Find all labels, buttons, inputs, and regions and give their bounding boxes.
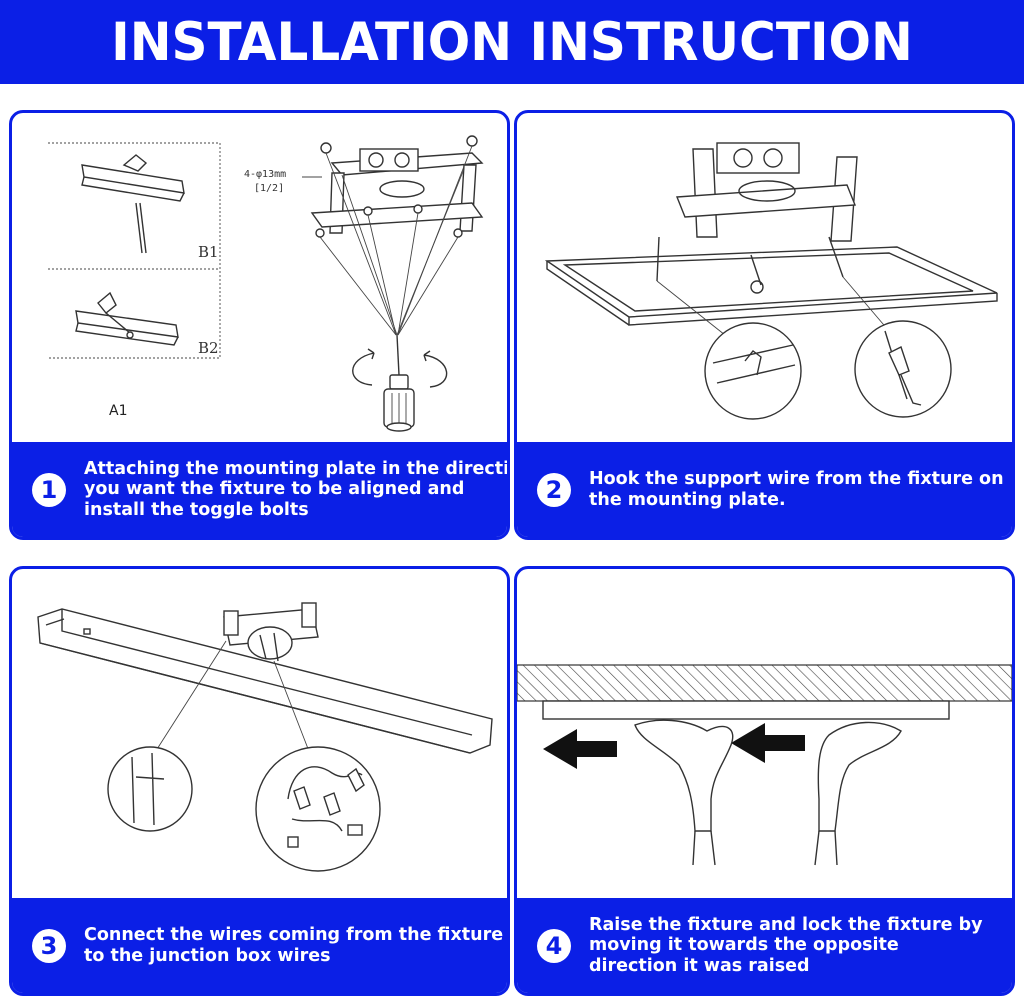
step-4-caption: 4 Raise the fixture and lock the fixture…	[517, 898, 1012, 993]
step-2-illustration	[544, 142, 998, 420]
arrow-left-icon-2	[731, 723, 805, 763]
step-4-panel: 4 Raise the fixture and lock the fixture…	[514, 566, 1015, 996]
step-2-panel: 2 Hook the support wire from the fixture…	[514, 110, 1015, 540]
rotate-left-arrow-icon	[352, 348, 375, 386]
step-3-caption: 3 Connect the wires coming from the fixt…	[12, 898, 507, 993]
page-title: INSTALLATION INSTRUCTION	[111, 11, 913, 73]
label-a1: A1	[109, 403, 127, 419]
mounting-plate-drawing	[675, 142, 858, 242]
label-hole-diameter: 4-φ13mm	[244, 169, 286, 180]
toggle-bolt-b2-drawing	[75, 291, 179, 346]
detail-wire-connector-circle	[255, 746, 381, 872]
step-1-illustration: B1 B2 A1 4-φ13mm [1/2]	[48, 135, 484, 432]
step-3-number: 3	[32, 928, 66, 963]
step-4-illustration	[517, 664, 1012, 866]
linear-fixture-drawing	[37, 608, 493, 754]
rotate-right-arrow-icon	[423, 350, 448, 388]
title-banner: INSTALLATION INSTRUCTION	[0, 0, 1024, 84]
arrow-left-icon	[543, 729, 617, 769]
label-hole-fraction: [1/2]	[254, 183, 284, 194]
label-b1: B1	[198, 243, 219, 261]
panel-fixture-drawing	[544, 236, 998, 326]
toggle-bolt-b1-drawing	[81, 154, 185, 254]
label-b2: B2	[198, 339, 219, 357]
step-2-number: 2	[537, 472, 571, 507]
detail-hook-circle-left	[704, 322, 802, 420]
step-1-caption: 1 Attaching the mounting plate in the di…	[12, 442, 507, 537]
ceiling-drawing	[517, 664, 1012, 702]
step-2-caption: 2 Hook the support wire from the fixture…	[517, 442, 1012, 537]
fixture-bar-drawing	[542, 700, 950, 720]
step-3-illustration	[37, 602, 493, 872]
step-3-text: Connect the wires coming from the fixtur…	[84, 925, 504, 966]
step-1-text: Attaching the mounting plate in the dire…	[84, 458, 510, 520]
mounting-plate-drawing	[310, 135, 484, 238]
step-4-number: 4	[537, 928, 571, 963]
step-1-panel: B1 B2 A1 4-φ13mm [1/2]	[9, 110, 510, 540]
guide-lines	[319, 145, 473, 336]
step-4-text: Raise the fixture and lock the fixture b…	[589, 914, 983, 976]
step-3-panel: 3 Connect the wires coming from the fixt…	[9, 566, 510, 996]
detail-hook-circle	[107, 746, 193, 832]
screwdriver-drawing	[383, 334, 415, 432]
step-2-text: Hook the support wire from the fixture o…	[589, 469, 1004, 510]
right-hand-drawing	[814, 721, 902, 866]
left-hand-drawing	[634, 719, 734, 866]
step-1-number: 1	[32, 472, 66, 507]
junction-box-drawing	[223, 602, 319, 662]
